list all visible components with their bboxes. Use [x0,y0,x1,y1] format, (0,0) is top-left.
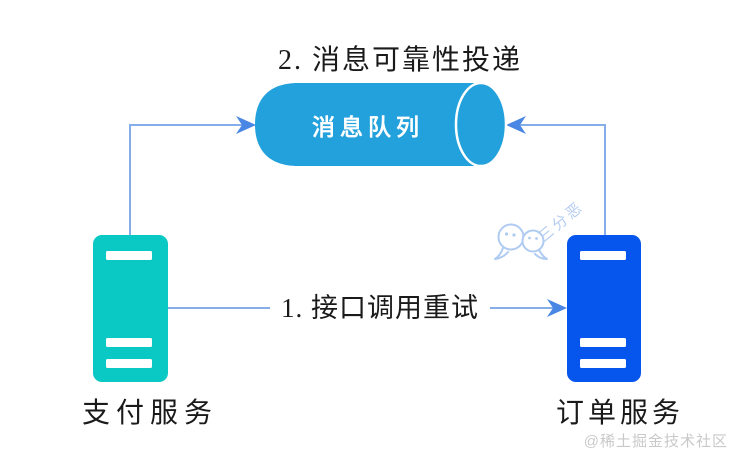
arrowhead-right-icon [236,116,256,134]
cylinder-body [255,83,481,166]
arrowhead-left-icon [506,116,526,134]
publish-arrow-right [506,116,606,236]
server-slot [106,359,152,368]
publish-arrow-right-line [518,124,606,236]
server-slot [106,251,152,260]
server-slot [106,338,152,347]
server-slot [580,338,626,347]
bubble-eye [504,232,509,236]
bubble-eye [535,237,538,240]
message-queue-cylinder [255,81,508,168]
chat-bubble-left [497,223,525,251]
arrowhead-right-icon [547,299,567,317]
payment-service-server [93,235,168,382]
publish-arrow-left-line [129,124,244,236]
message-queue-label: 消息队列 [312,115,424,140]
diagram-title: 2. 消息可靠性投递 [277,45,522,76]
payment-service-label: 支付服务 [81,398,218,429]
chat-bubble-left-tail [494,247,509,260]
server-slot [580,251,626,260]
wechat-chat-bubbles-icon [494,223,548,260]
chat-bubble-right-tail [534,249,548,260]
publish-arrow-left [129,116,256,236]
community-watermark: @稀土掘金技术社区 [583,433,728,450]
order-service-label: 订单服务 [555,398,684,429]
server-slot [580,359,626,368]
cylinder-end-cap [454,81,508,168]
order-service-server [567,235,641,382]
retry-arrow-label: 1. 接口调用重试 [270,288,490,328]
bubble-eye [528,236,531,240]
bubble-eye [512,233,516,237]
chat-bubble-right [521,229,545,253]
